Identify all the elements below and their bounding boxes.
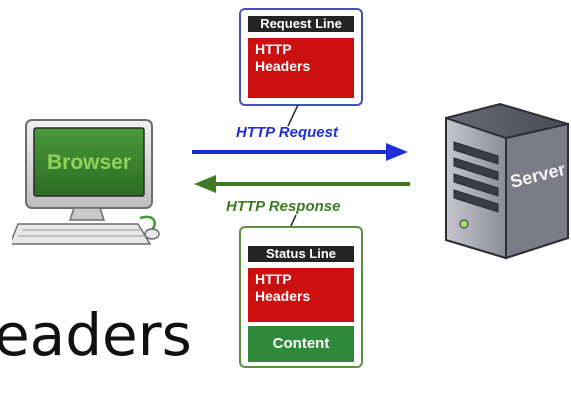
- response-headers-text-2: Headers: [255, 288, 311, 304]
- server-tower-icon: Server: [445, 102, 569, 260]
- response-headers-text-1: HTTP: [255, 271, 292, 287]
- browser-computer-icon: Browser: [12, 119, 160, 245]
- request-message-card: Request Line HTTP Headers: [239, 8, 363, 106]
- response-connector: [289, 214, 297, 229]
- request-headers-text-2: Headers: [255, 58, 311, 74]
- status-line-strip: Status Line: [248, 246, 354, 262]
- request-headers-text-1: HTTP: [255, 41, 292, 57]
- request-arrow: [192, 143, 408, 161]
- response-headers-box: HTTP Headers: [248, 268, 354, 322]
- http-request-label: HTTP Request: [236, 124, 338, 141]
- request-line-strip: Request Line: [248, 16, 354, 32]
- response-arrow: [194, 175, 410, 193]
- partial-headers-text: eaders: [0, 301, 192, 369]
- content-box: Content: [248, 326, 354, 362]
- request-headers-box: HTTP Headers: [248, 38, 354, 98]
- browser-label: Browser: [47, 151, 131, 174]
- request-connector: [287, 104, 299, 127]
- http-response-label: HTTP Response: [226, 198, 341, 215]
- response-message-card: Status Line HTTP Headers Content: [239, 226, 363, 368]
